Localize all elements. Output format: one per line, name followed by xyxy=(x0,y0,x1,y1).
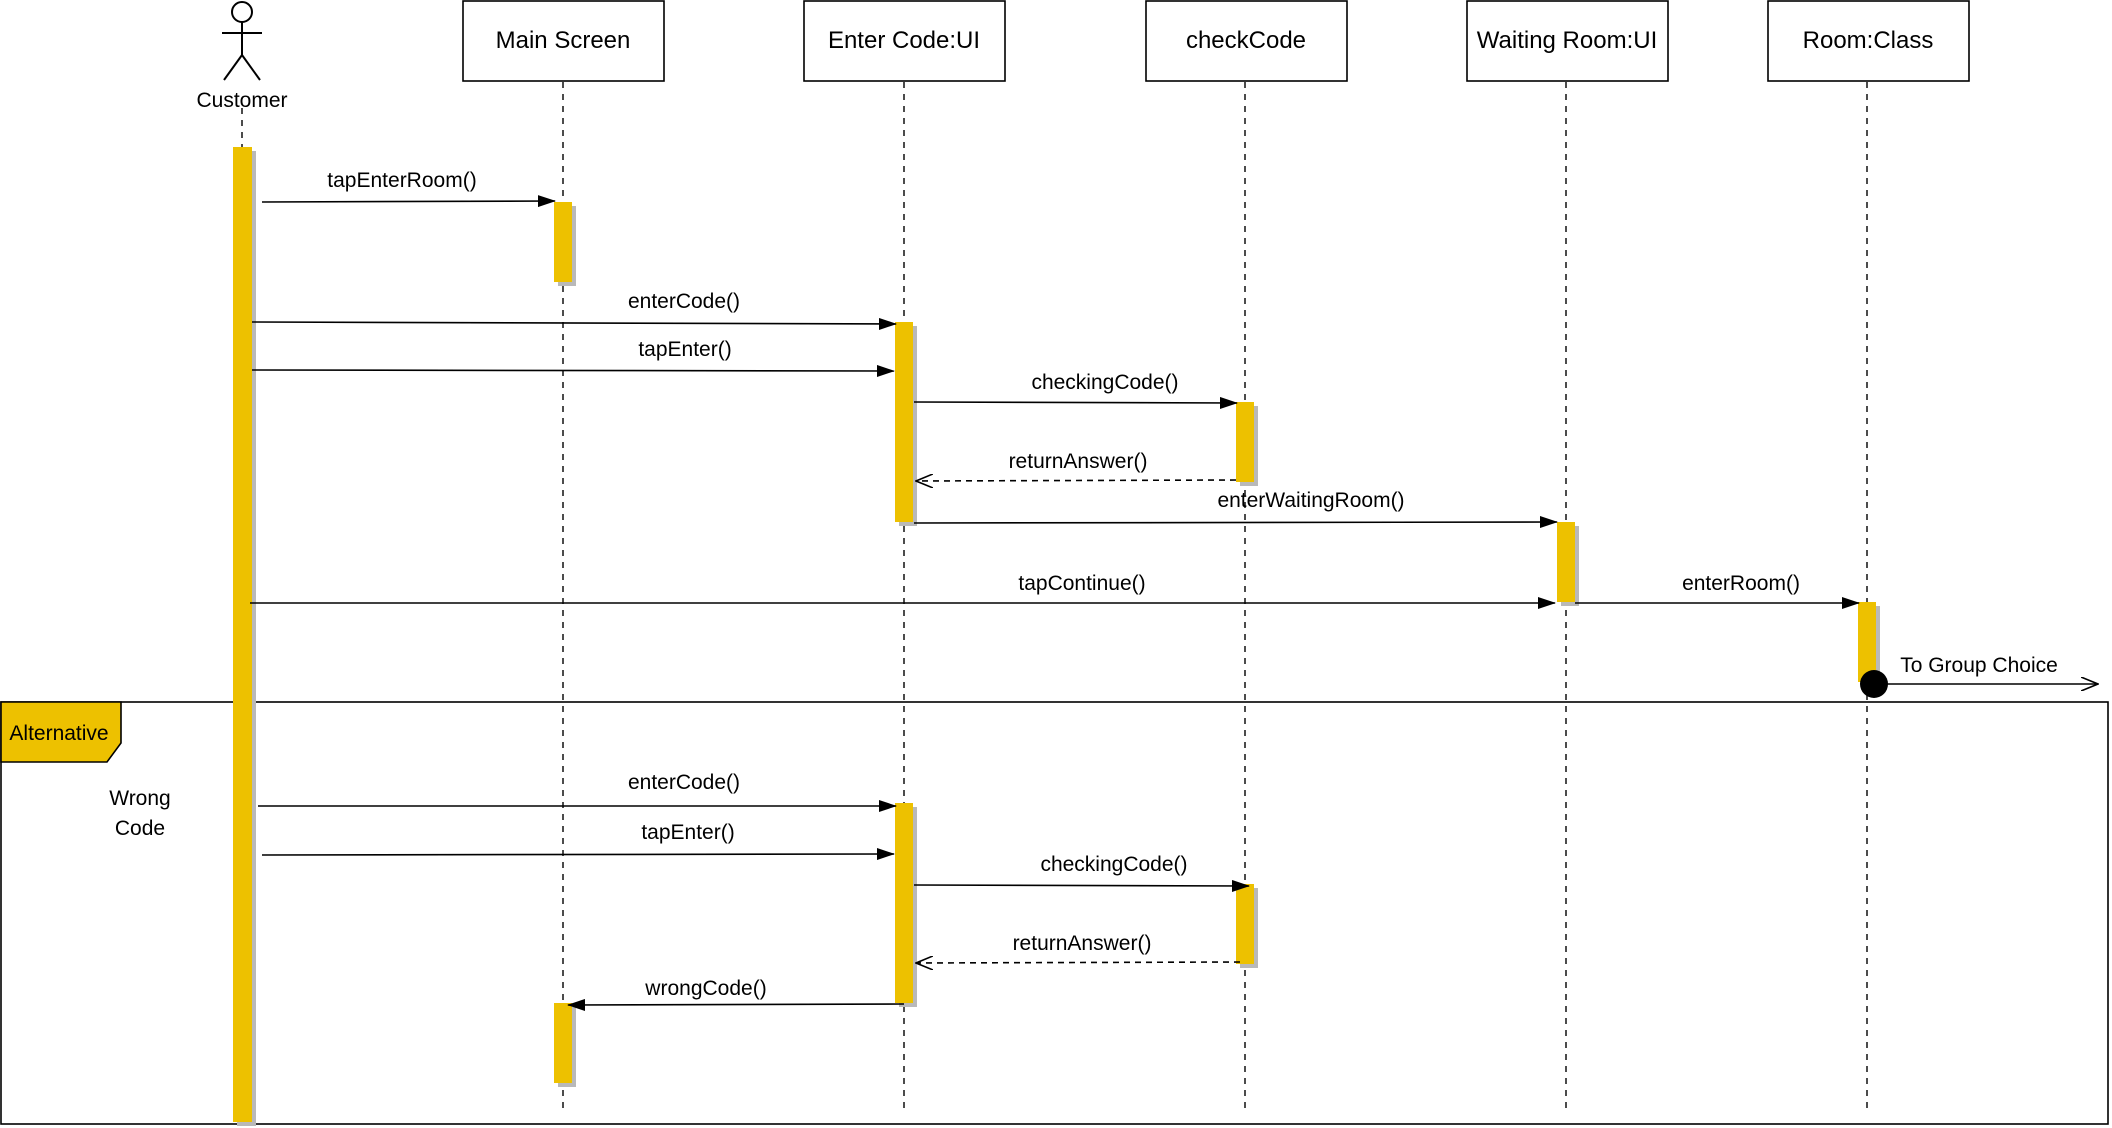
svg-text:Enter Code:UI: Enter Code:UI xyxy=(828,27,980,54)
message-to-group-choice: To Group Choice xyxy=(1860,654,2098,698)
message-enterroom: enterRoom() xyxy=(1575,572,1860,609)
participant-waiting-room-ui: Waiting Room:UI xyxy=(1466,0,1669,82)
participant-enter-code-ui: Enter Code:UI xyxy=(803,0,1006,82)
fragment-tag-label: Alternative xyxy=(9,722,108,745)
activation-room-class-1 xyxy=(1858,602,1880,686)
participant-room-class: Room:Class xyxy=(1767,0,1970,82)
actor-customer-icon xyxy=(222,1,262,81)
activation-waiting-room-1 xyxy=(1557,522,1579,606)
svg-text:enterWaitingRoom(): enterWaitingRoom() xyxy=(1217,489,1404,512)
alt-message-returnanswer: returnAnswer() xyxy=(916,932,1241,963)
found-message-dot-icon xyxy=(1860,670,1888,698)
alt-message-entercode: enterCode() xyxy=(258,771,897,812)
svg-text:checkingCode(): checkingCode() xyxy=(1040,853,1187,876)
message-tapcontinue: tapContinue() xyxy=(250,572,1556,609)
activation-main-screen-2 xyxy=(554,1003,576,1087)
activation-enter-code-2 xyxy=(895,803,917,1007)
fragment-guard-line2: Code xyxy=(115,817,165,840)
message-tapenterroom: tapEnterRoom() xyxy=(261,169,556,208)
svg-text:returnAnswer(): returnAnswer() xyxy=(1013,932,1152,955)
svg-text:tapEnter(): tapEnter() xyxy=(638,338,731,361)
message-enterwaitingroom: enterWaitingRoom() xyxy=(913,489,1558,529)
fragment-tag-shape xyxy=(0,701,122,763)
svg-text:Room:Class: Room:Class xyxy=(1803,27,1934,54)
message-tapenter: tapEnter() xyxy=(251,338,895,377)
activation-checkcode-2 xyxy=(1236,884,1258,968)
svg-text:tapContinue(): tapContinue() xyxy=(1018,572,1145,595)
alt-message-checkingcode: checkingCode() xyxy=(913,853,1250,892)
message-returnanswer: returnAnswer() xyxy=(916,450,1237,481)
svg-text:enterRoom(): enterRoom() xyxy=(1682,572,1800,595)
svg-text:tapEnter(): tapEnter() xyxy=(641,821,734,844)
fragment-guard-line1: Wrong xyxy=(109,787,170,810)
svg-text:returnAnswer(): returnAnswer() xyxy=(1009,450,1148,473)
svg-text:To Group Choice: To Group Choice xyxy=(1900,654,2058,677)
actor-customer-label: Customer xyxy=(196,89,287,112)
svg-text:enterCode(): enterCode() xyxy=(628,290,740,313)
svg-text:tapEnterRoom(): tapEnterRoom() xyxy=(327,169,476,192)
svg-text:wrongCode(): wrongCode() xyxy=(644,977,766,1000)
alternative-fragment xyxy=(0,701,2109,1125)
svg-text:checkCode: checkCode xyxy=(1186,27,1306,54)
svg-text:Main Screen: Main Screen xyxy=(496,27,631,54)
svg-text:enterCode(): enterCode() xyxy=(628,771,740,794)
alt-message-tapenter: tapEnter() xyxy=(261,821,895,861)
activation-enter-code-1 xyxy=(895,322,917,526)
activation-main-screen-1 xyxy=(554,202,576,286)
activation-customer xyxy=(233,147,256,1126)
alt-message-wrongcode: wrongCode() xyxy=(567,977,905,1011)
svg-text:Waiting Room:UI: Waiting Room:UI xyxy=(1477,27,1658,54)
message-entercode: enterCode() xyxy=(251,290,897,330)
participant-checkcode: checkCode xyxy=(1145,0,1348,82)
message-checkingcode: checkingCode() xyxy=(913,371,1238,409)
activation-checkcode-1 xyxy=(1236,402,1258,486)
participant-main-screen: Main Screen xyxy=(462,0,665,82)
svg-text:checkingCode(): checkingCode() xyxy=(1031,371,1178,394)
